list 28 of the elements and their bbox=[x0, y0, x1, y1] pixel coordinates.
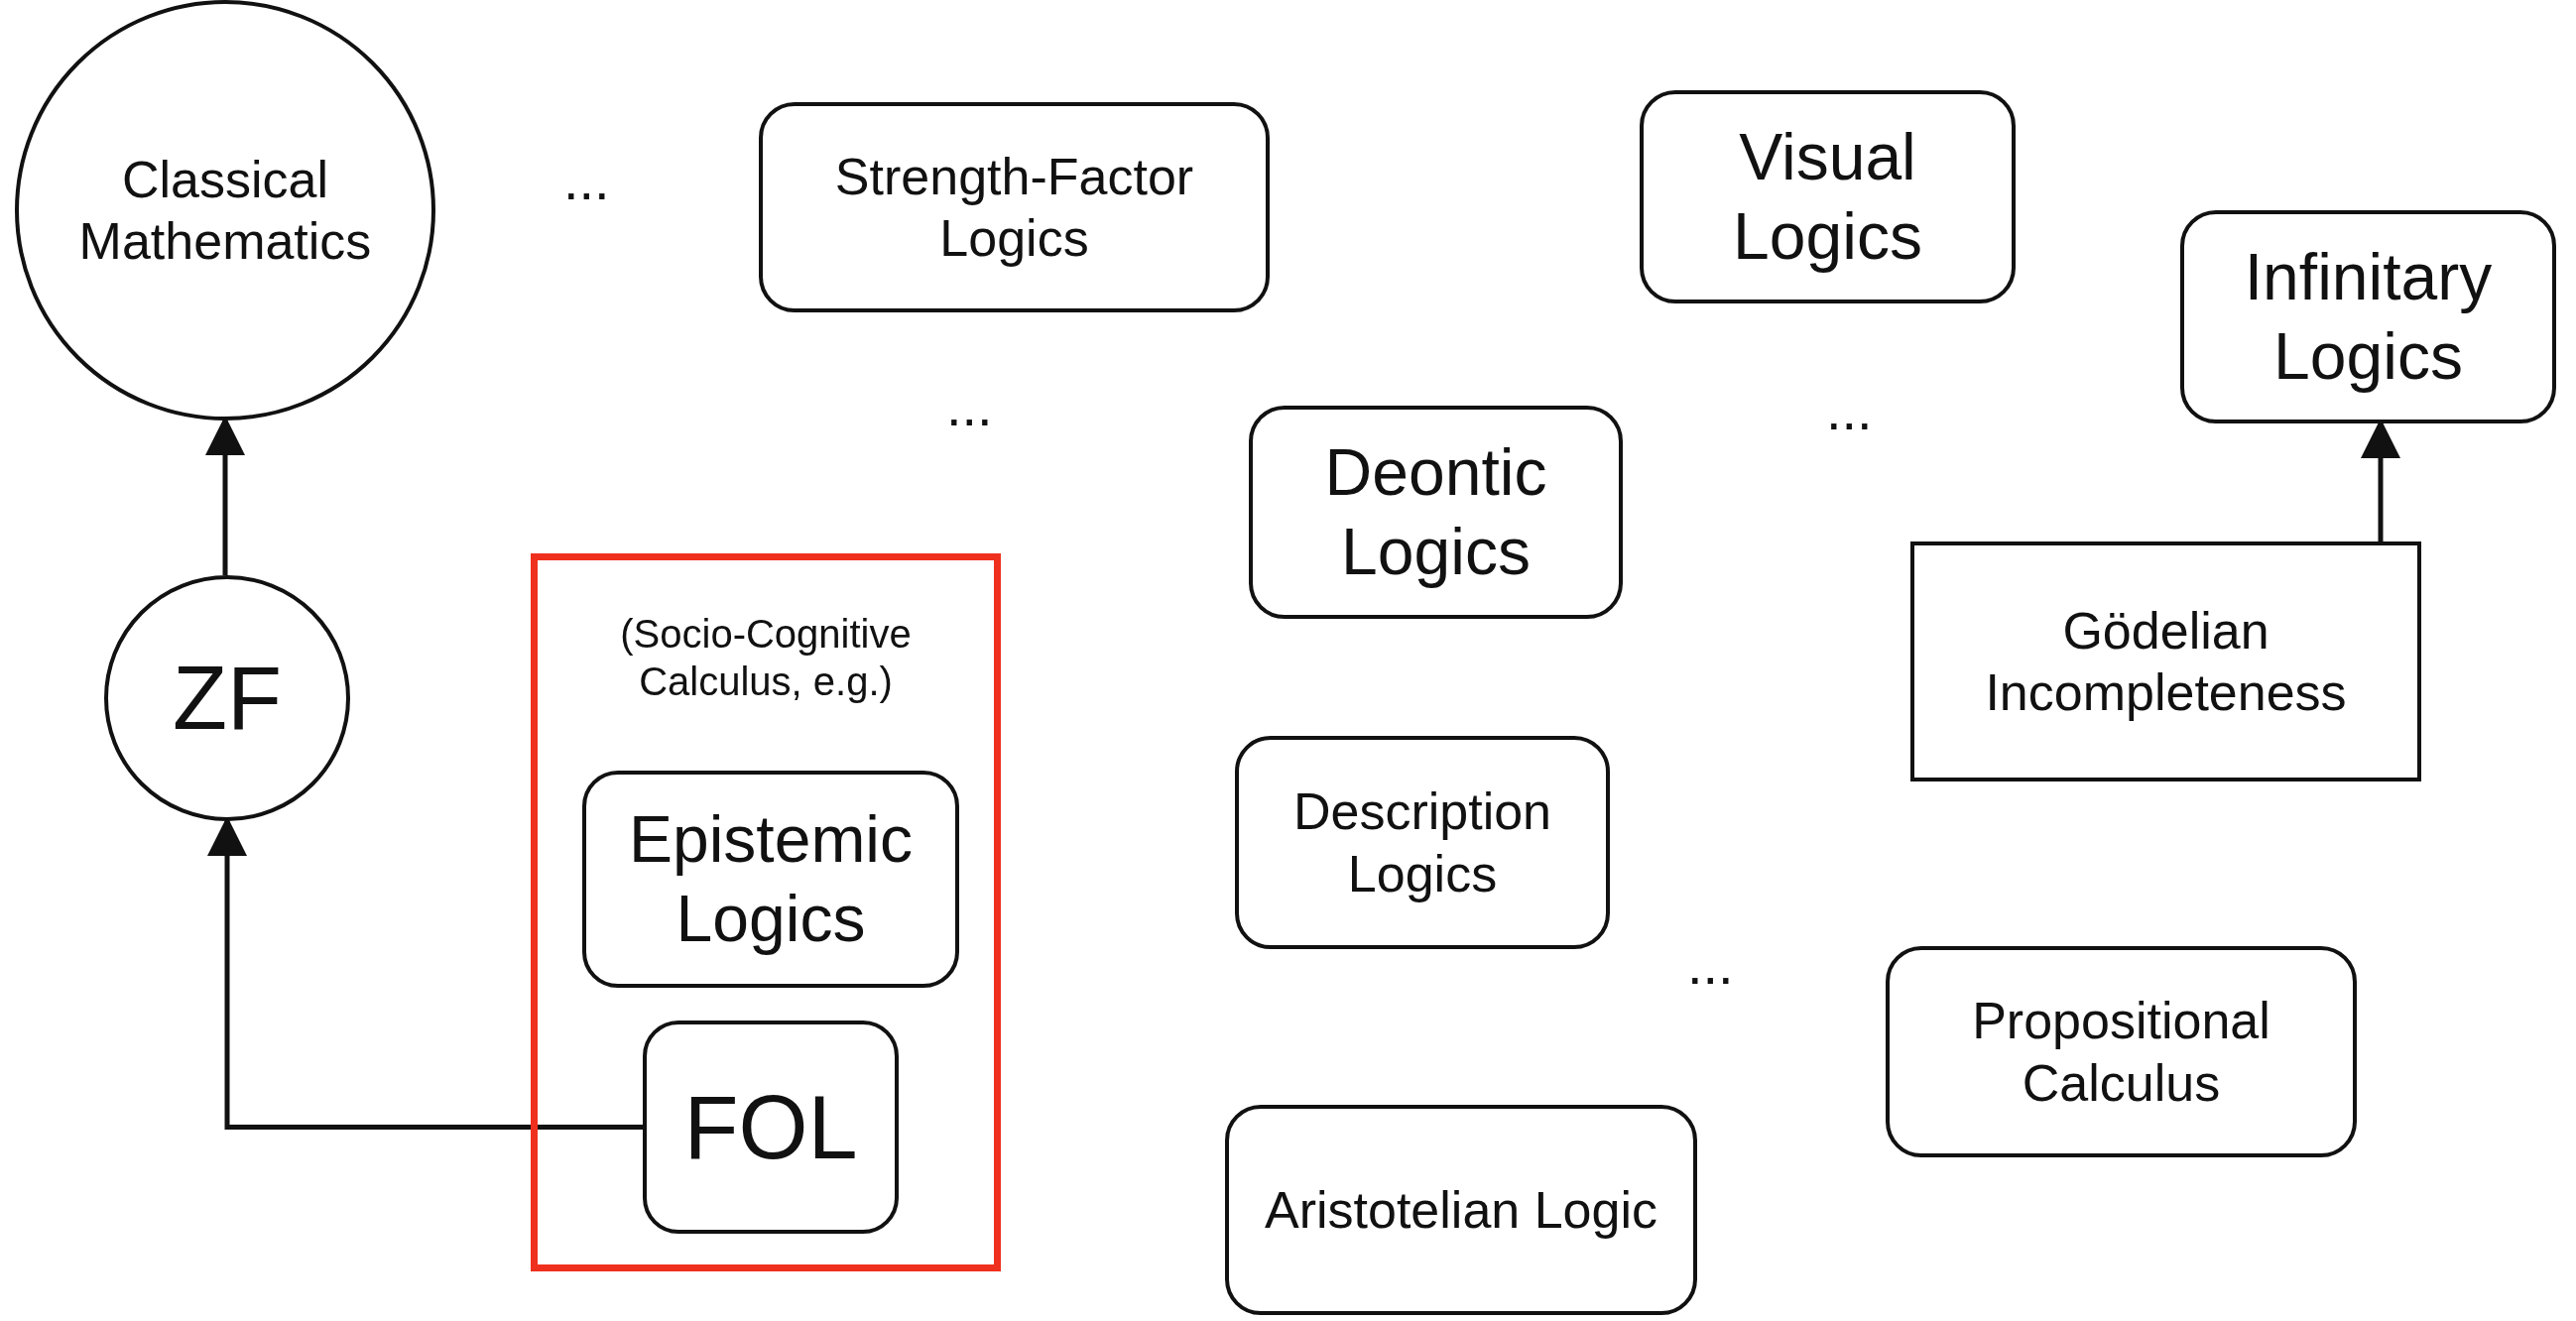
node-label: ZF bbox=[172, 648, 283, 750]
rounded-box bbox=[759, 102, 1270, 312]
ellipsis-label: ... bbox=[946, 379, 993, 434]
node-label: Description Logics bbox=[1291, 781, 1553, 904]
rounded-box bbox=[643, 1021, 899, 1234]
rounded-box bbox=[1640, 90, 2016, 303]
rounded-box bbox=[1225, 1105, 1697, 1315]
ellipsis-label: ... bbox=[1687, 937, 1734, 993]
highlight-frame bbox=[531, 553, 1001, 1271]
rounded-box bbox=[2180, 210, 2556, 423]
ellipsis-label: ... bbox=[1826, 383, 1873, 438]
node-label: Classical Mathematics bbox=[77, 149, 373, 272]
node-label: Propositional Calculus bbox=[1971, 991, 2271, 1114]
node-label: Strength-Factor Logics bbox=[833, 146, 1195, 269]
process-box bbox=[1910, 541, 2421, 781]
node-label: Aristotelian Logic bbox=[1264, 1179, 1658, 1241]
ellipsis-label: ... bbox=[563, 153, 610, 208]
node-label: Gödelian Incompleteness bbox=[1984, 600, 2348, 723]
node-label: Deontic Logics bbox=[1323, 434, 1548, 590]
rounded-box bbox=[582, 771, 959, 988]
rounded-box bbox=[1886, 946, 2357, 1157]
rounded-box bbox=[1249, 406, 1623, 619]
node-label: (Socio-Cognitive Calculus, e.g.) bbox=[619, 611, 913, 705]
rounded-box bbox=[1235, 736, 1610, 949]
node-label: FOL bbox=[682, 1076, 859, 1179]
node-label: Epistemic Logics bbox=[627, 801, 915, 957]
node-label: Visual Logics bbox=[1732, 119, 1923, 275]
node-label: Infinitary Logics bbox=[2243, 239, 2494, 395]
